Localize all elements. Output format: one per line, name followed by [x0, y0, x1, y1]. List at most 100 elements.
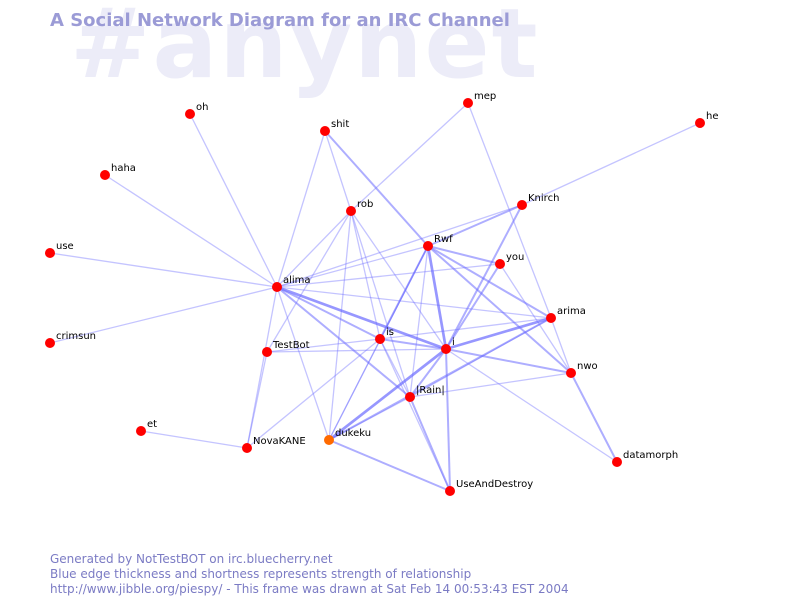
- edge-rob-testbot: [266, 210, 352, 353]
- edge-rob-i: [350, 210, 447, 350]
- edge-is-novakane: [246, 338, 381, 449]
- edge-arima-rain: [409, 317, 552, 398]
- edge-testbot-novakane: [246, 351, 268, 449]
- node-label: shit: [331, 119, 349, 130]
- node-rob[interactable]: rob: [346, 199, 373, 216]
- edge-shit-alima: [276, 130, 326, 288]
- edge-i-datamorph: [445, 348, 618, 463]
- node-label: et: [147, 419, 157, 430]
- node-label: crimsun: [56, 331, 96, 342]
- node-use[interactable]: use: [45, 241, 74, 258]
- node-oh[interactable]: oh: [185, 102, 208, 119]
- edge-rwf-is: [379, 245, 429, 340]
- node-dot: [546, 313, 556, 323]
- diagram-title: A Social Network Diagram for an IRC Chan…: [50, 10, 510, 31]
- edge-knirch-rwf: [427, 204, 523, 247]
- node-rwf[interactable]: Rwf: [423, 234, 453, 251]
- node-dot: [695, 118, 705, 128]
- edge-i-useanddestroy: [445, 348, 451, 492]
- footer-caption: Generated by NotTestBOT on irc.bluecherr…: [50, 552, 569, 597]
- node-label: Knirch: [528, 193, 559, 204]
- node-et[interactable]: et: [136, 419, 157, 436]
- node-label: datamorph: [623, 450, 678, 461]
- edge-arima-dukeku: [328, 317, 552, 441]
- edge-you-i: [445, 263, 501, 350]
- node-you[interactable]: you: [495, 252, 524, 269]
- edge-rwf-nwo: [427, 245, 572, 374]
- edge-i-rain: [409, 348, 447, 398]
- node-nwo[interactable]: nwo: [566, 361, 598, 378]
- node-dot: [463, 98, 473, 108]
- node-dot: [445, 486, 455, 496]
- edge-use-alima: [49, 252, 278, 288]
- node-haha[interactable]: haha: [100, 163, 136, 180]
- edge-arima-nwo: [550, 317, 572, 374]
- node-shit[interactable]: shit: [320, 119, 349, 136]
- node-label: oh: [196, 102, 208, 113]
- edge-crimsun-alima: [49, 286, 278, 344]
- edge-i-arima: [445, 316, 552, 351]
- node-datamorph[interactable]: datamorph: [612, 450, 678, 467]
- node-label: nwo: [577, 361, 598, 372]
- edge-is-arima: [379, 317, 552, 340]
- node-label: rob: [357, 199, 373, 210]
- node-he[interactable]: he: [695, 111, 719, 128]
- edge-alima-i: [276, 285, 447, 351]
- node-is[interactable]: is: [375, 327, 394, 344]
- edge-you-nwo: [499, 263, 572, 374]
- edge-rain-useanddestroy: [409, 396, 451, 492]
- node-label: mep: [474, 91, 496, 102]
- node-label: is: [386, 327, 394, 338]
- node-dot: [405, 392, 415, 402]
- node-dot: [441, 344, 451, 354]
- node-dot: [272, 282, 282, 292]
- node-dot: [423, 241, 433, 251]
- node-i[interactable]: i: [441, 337, 455, 354]
- node-label: |Rain|: [416, 385, 445, 396]
- edge-rain-dukeku: [328, 396, 411, 441]
- edge-i-dukeku: [328, 347, 447, 442]
- edge-shit-rwf: [324, 130, 429, 247]
- node-dot: [242, 443, 252, 453]
- edge-nwo-datamorph: [570, 372, 618, 463]
- node-mep[interactable]: mep: [463, 91, 496, 108]
- edge-layer: [49, 102, 701, 492]
- edge-alima-arima: [276, 286, 552, 319]
- edge-rob-is: [350, 210, 381, 340]
- node-rain[interactable]: |Rain|: [405, 385, 445, 402]
- edge-oh-alima: [189, 113, 278, 288]
- node-label: i: [452, 337, 455, 348]
- edge-is-rain: [379, 338, 411, 398]
- node-knirch[interactable]: Knirch: [517, 193, 559, 210]
- edge-haha-alima: [104, 174, 278, 288]
- edge-rob-dukeku: [328, 210, 352, 441]
- node-label: Rwf: [434, 234, 453, 245]
- node-dot: [45, 338, 55, 348]
- edge-alima-rain: [276, 286, 411, 398]
- edge-alima-is: [276, 286, 381, 340]
- node-dot: [45, 248, 55, 258]
- node-arima[interactable]: arima: [546, 306, 586, 323]
- node-label: haha: [111, 163, 136, 174]
- edge-he-knirch: [521, 122, 701, 206]
- node-label: TestBot: [272, 340, 310, 351]
- edge-knirch-alima: [276, 204, 523, 288]
- edge-nwo-rain: [409, 372, 572, 398]
- edge-rwf-you: [427, 245, 501, 265]
- node-dukeku[interactable]: dukeku: [324, 428, 371, 445]
- node-alima[interactable]: alima: [272, 275, 311, 292]
- edge-rwf-i: [426, 245, 448, 350]
- node-crimsun[interactable]: crimsun: [45, 331, 96, 348]
- node-dot: [346, 206, 356, 216]
- node-dot: [136, 426, 146, 436]
- node-dot: [495, 259, 505, 269]
- node-novakane[interactable]: NovaKANE: [242, 436, 306, 453]
- edge-rwf-alima: [276, 245, 429, 288]
- node-useanddestroy[interactable]: UseAndDestroy: [445, 479, 533, 496]
- node-testbot[interactable]: TestBot: [262, 340, 310, 357]
- footer-source-link[interactable]: http://www.jibble.org/piespy/ - This fra…: [50, 582, 569, 596]
- channel-watermark: #anynet: [70, 0, 540, 100]
- edge-dukeku-useanddestroy: [328, 439, 451, 492]
- edge-you-alima: [276, 263, 501, 288]
